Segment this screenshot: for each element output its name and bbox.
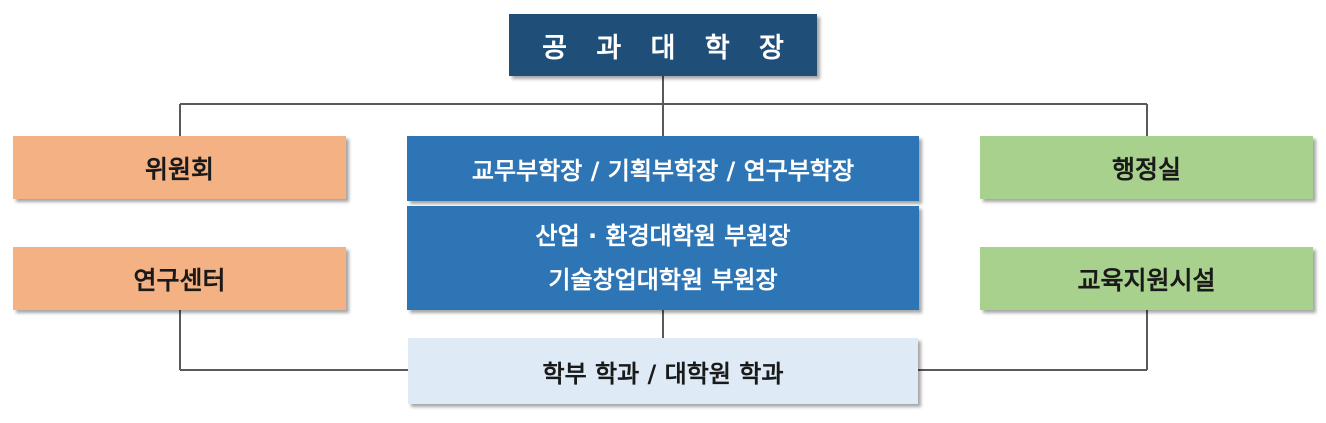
graduate-vice-dean-1-label: 산업 · 환경대학원 부원장 xyxy=(535,222,791,250)
research-center-label: 연구센터 xyxy=(133,265,226,295)
dean-label: 공 과 대 학 장 xyxy=(542,32,794,64)
education-support-label: 교육지원시설 xyxy=(1077,265,1216,295)
research-center-box: 연구센터 xyxy=(13,247,346,310)
committee-label: 위원회 xyxy=(144,154,214,184)
education-support-box: 교육지원시설 xyxy=(980,247,1313,310)
graduate-vice-deans-box: 산업 · 환경대학원 부원장 기술창업대학원 부원장 xyxy=(407,206,919,310)
vice-deans-label: 교무부학장 / 기획부학장 / 연구부학장 xyxy=(471,157,855,185)
dean-box: 공 과 대 학 장 xyxy=(509,14,817,76)
departments-label: 학부 학과 / 대학원 학과 xyxy=(542,359,784,388)
admin-office-box: 행정실 xyxy=(980,136,1313,199)
committee-box: 위원회 xyxy=(13,136,346,199)
admin-office-label: 행정실 xyxy=(1111,154,1181,184)
vice-deans-box: 교무부학장 / 기획부학장 / 연구부학장 xyxy=(407,136,919,201)
graduate-vice-dean-2-label: 기술창업대학원 부원장 xyxy=(548,266,778,294)
departments-box: 학부 학과 / 대학원 학과 xyxy=(408,338,918,404)
